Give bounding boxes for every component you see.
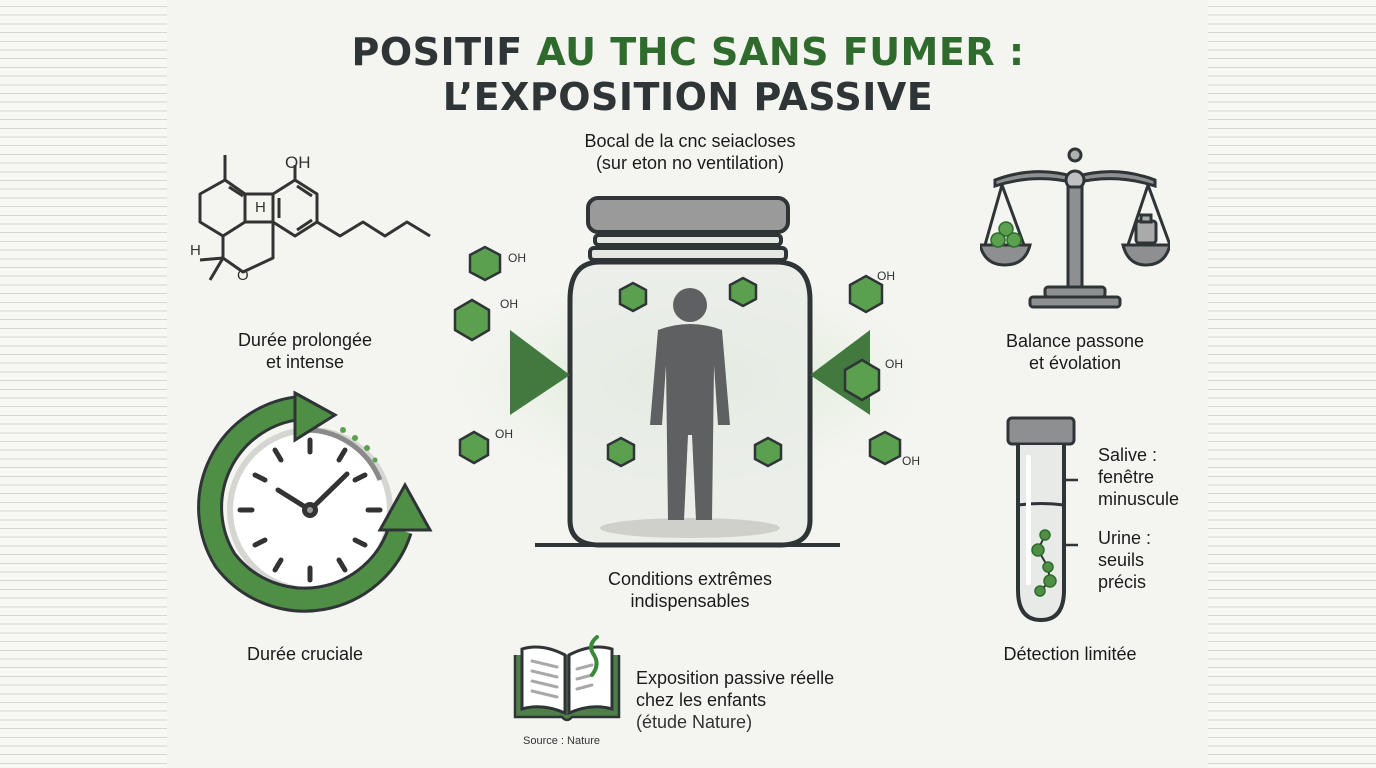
label-urine: Urine : seuils précis xyxy=(1098,528,1152,592)
caption-detection: Détection limitée xyxy=(1003,644,1137,664)
source-label: Source : Nature xyxy=(523,735,601,747)
source-caption: Exposition passive réelle chez les enfan… xyxy=(636,668,835,732)
svg-text:OH: OH xyxy=(508,251,526,265)
decorative-lines-right xyxy=(1208,0,1376,768)
caption-duree-cruciale: Durée cruciale xyxy=(246,644,364,664)
test-tube-icon xyxy=(1006,416,1078,623)
page-title: POSITIF AU THC SANS FUMER : L’EXPOSITION… xyxy=(0,30,1376,120)
balance-scale-icon xyxy=(980,147,1170,309)
svg-text:OH: OH xyxy=(902,454,920,468)
svg-text:H: H xyxy=(255,199,266,216)
decorative-lines-left xyxy=(0,0,167,768)
clock-cycle-icon xyxy=(197,390,433,613)
label-salive: Salive : fenêtre minuscule xyxy=(1098,445,1180,509)
atom-oh: OH xyxy=(285,153,311,172)
svg-text:OH: OH xyxy=(500,297,518,311)
svg-text:H: H xyxy=(190,242,201,259)
title-dark: POSITIF xyxy=(351,30,537,74)
caption-balance: Balance passone et évolation xyxy=(1005,331,1145,373)
jar-caption-bottom: Conditions extrêmes indispensables xyxy=(607,569,773,611)
title-green: AU THC SANS FUMER : xyxy=(536,30,1025,74)
svg-text:OH: OH xyxy=(885,357,903,371)
jar-caption-top: Bocal de la cnc seiacloses (sur eton no … xyxy=(584,131,796,173)
jar-illustration: OH OH OH OH OH OH xyxy=(430,196,950,548)
svg-text:O: O xyxy=(237,267,249,284)
thc-molecule-icon: OH H H O xyxy=(190,153,431,284)
svg-text:OH: OH xyxy=(877,269,895,283)
title-line2: L’EXPOSITION PASSIVE xyxy=(442,75,934,119)
caption-duree-prolongee: Durée prolongée et intense xyxy=(237,330,373,372)
svg-text:OH: OH xyxy=(495,427,513,441)
open-book-icon xyxy=(513,635,621,722)
